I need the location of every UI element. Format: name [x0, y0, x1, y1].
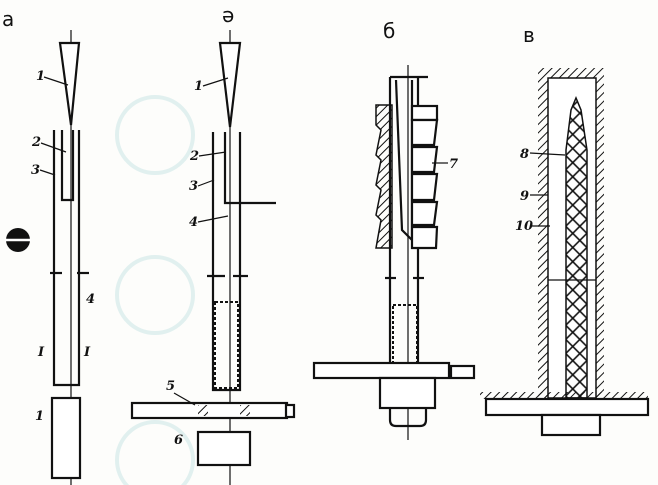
- rings: [410, 104, 439, 250]
- panel-b: б 7: [312, 19, 476, 440]
- mesh-anchor: [565, 96, 588, 399]
- callout-4: 4: [86, 292, 95, 307]
- callout-4: 4: [189, 215, 198, 230]
- section-icon: [5, 228, 31, 252]
- callout-3: 3: [189, 179, 198, 194]
- panel-v: в 8 9 10: [480, 23, 650, 437]
- callout-7: 7: [449, 157, 458, 172]
- callout-1: 1: [36, 69, 45, 84]
- callout-5: 5: [166, 379, 175, 394]
- callout-6: 6: [174, 433, 183, 448]
- callout-I-left: I: [37, 345, 45, 360]
- panel-ae: ә 1 2 3 4 5 6: [130, 3, 296, 485]
- panel-a: а 1 2 3 4 I I 1: [2, 7, 95, 485]
- callout-I-right: I: [83, 345, 91, 360]
- wedge: [58, 41, 81, 126]
- callout-2: 2: [189, 149, 199, 164]
- callout-10: 10: [515, 219, 533, 234]
- callout-9: 9: [520, 189, 529, 204]
- watermark-logo: [115, 95, 195, 485]
- panel-label-v: в: [523, 23, 535, 47]
- panel-label-a: а: [2, 7, 14, 31]
- split-tube: [52, 130, 81, 387]
- callout-3: 3: [31, 163, 40, 178]
- callout-8: 8: [520, 147, 529, 162]
- callout-2: 2: [31, 135, 41, 150]
- lower-wedge: [50, 396, 82, 480]
- block: [196, 430, 252, 467]
- hatched-support: [375, 104, 393, 249]
- callout-1: 1: [194, 79, 203, 94]
- panel-label-b: б: [383, 19, 395, 43]
- panel-label-ae: ә: [222, 3, 234, 27]
- plate: [130, 401, 289, 420]
- callout-1-lower: 1: [35, 409, 44, 424]
